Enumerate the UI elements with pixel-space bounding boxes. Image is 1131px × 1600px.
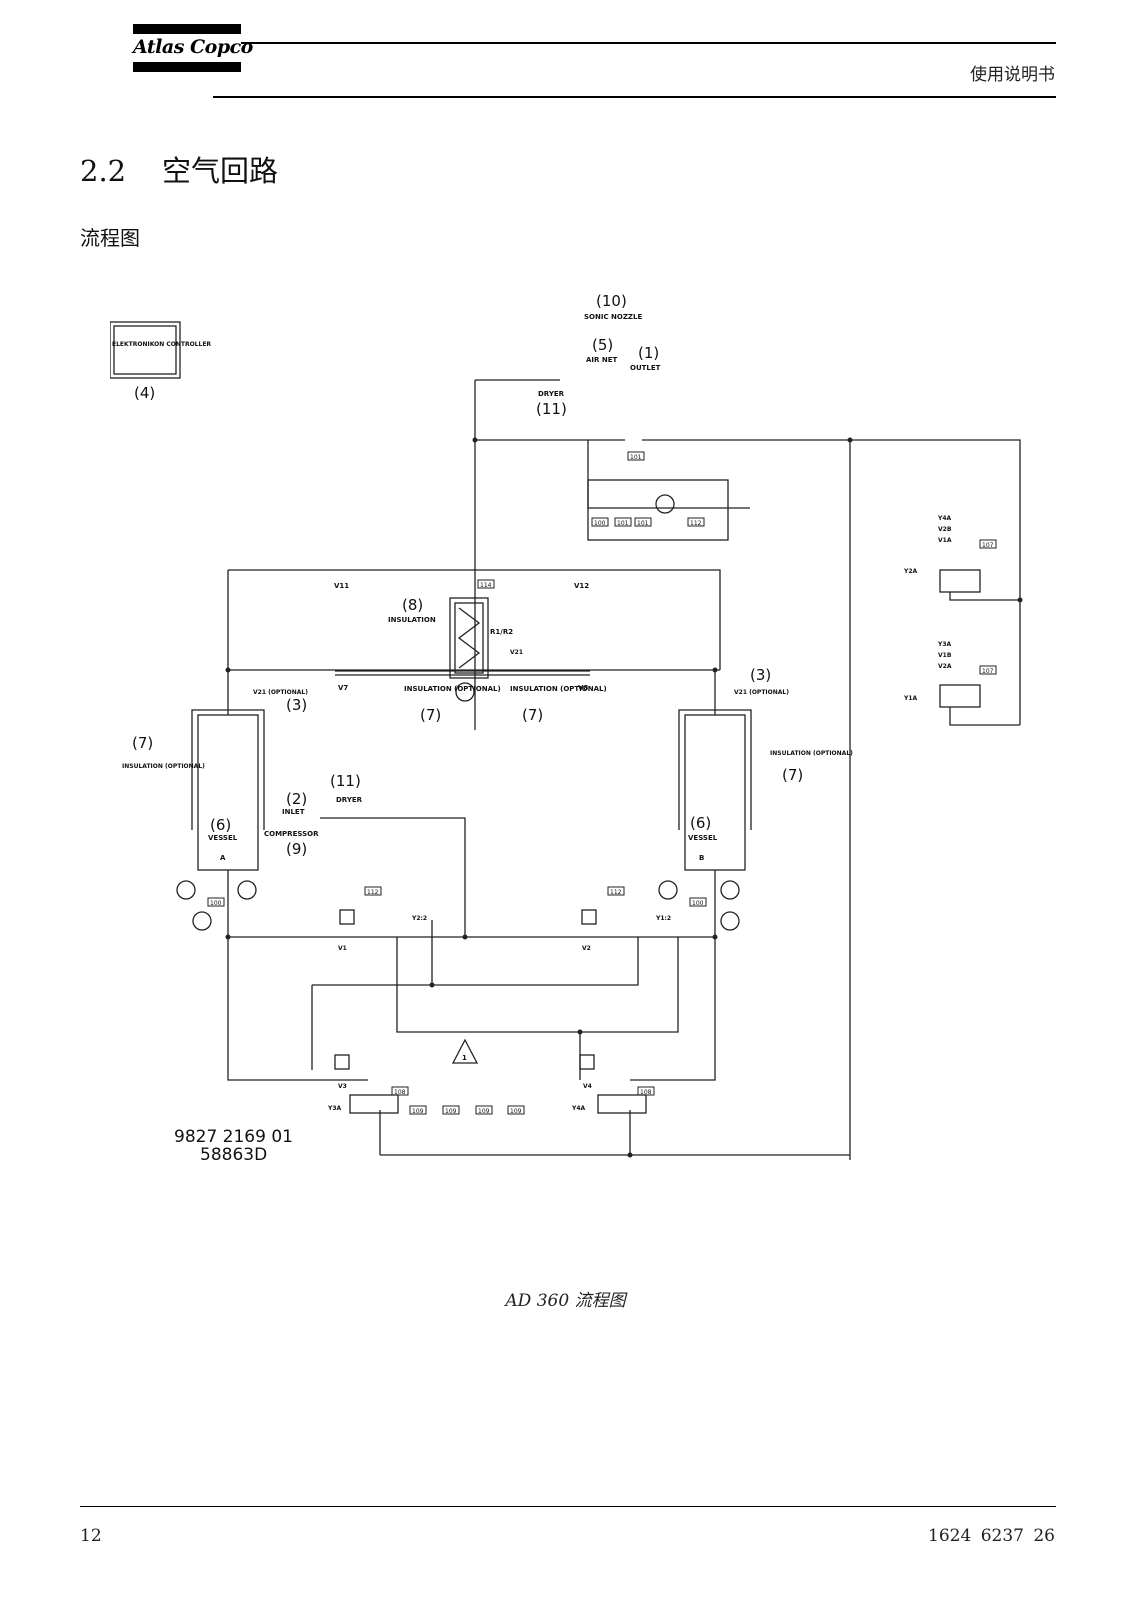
v21-left-ref: (3) bbox=[286, 696, 307, 714]
v4-label: V4 bbox=[583, 1083, 592, 1090]
air-circuit-diagram: ELEKTRONIKON CONTROLLER (4) (10) SONIC N… bbox=[109, 290, 1040, 1190]
v2-label: V2 bbox=[582, 945, 591, 952]
dryer-top-ref: (11) bbox=[536, 400, 567, 418]
ins-vessel-right-ref: (7) bbox=[782, 766, 803, 784]
y1a-label: Y1A bbox=[903, 695, 918, 702]
section-name: 空气回路 bbox=[162, 154, 279, 188]
inlet-label: INLET bbox=[282, 808, 305, 816]
v3-label: V3 bbox=[338, 1083, 347, 1090]
drawing-number: 9827 2169 01 bbox=[174, 1127, 293, 1147]
subheading: 流程图 bbox=[80, 226, 140, 250]
air-net-ref: (5) bbox=[592, 336, 613, 354]
ref-box-109-a: 109 bbox=[412, 1108, 424, 1115]
sonic-nozzle-ref: (10) bbox=[596, 292, 627, 310]
ins-opt-left-ref: (7) bbox=[420, 706, 441, 724]
compressor-label: COMPRESSOR bbox=[264, 830, 319, 838]
ref-box-100-c: 100 bbox=[692, 900, 704, 907]
controller-label: ELEKTRONIKON CONTROLLER bbox=[112, 341, 211, 348]
dryer-mid-ref: (11) bbox=[330, 772, 361, 790]
v21-right-ref: (3) bbox=[750, 666, 771, 684]
outlet-label: OUTLET bbox=[630, 364, 661, 372]
ref-box-100-a: 100 bbox=[594, 520, 606, 527]
ref-box-101-a: 101 bbox=[630, 454, 642, 461]
vessel-b-ref: (6) bbox=[690, 814, 711, 832]
section-title: 2.2 空气回路 bbox=[80, 148, 278, 190]
header-rule-top bbox=[241, 42, 1056, 44]
v11-label: V11 bbox=[334, 582, 349, 590]
ref-box-100-b: 100 bbox=[210, 900, 222, 907]
ins-vessel-left-ref: (7) bbox=[132, 734, 153, 752]
v1a-top-label: V1A bbox=[938, 537, 952, 544]
controller-ref: (4) bbox=[134, 384, 155, 402]
page-number: 12 bbox=[80, 1526, 102, 1546]
ref-box-101-c: 101 bbox=[617, 520, 629, 527]
logo-bar-top bbox=[133, 24, 241, 34]
dryer-mid-label: DRYER bbox=[336, 796, 363, 804]
ref-box-112-c: 112 bbox=[610, 889, 622, 896]
footer-rule bbox=[80, 1506, 1056, 1507]
y4a-top-label: Y4A bbox=[937, 515, 952, 522]
ref-box-108-a: 108 bbox=[394, 1089, 406, 1096]
vessel-b-label: VESSEL bbox=[688, 834, 718, 842]
heater-label: R1/R2 bbox=[490, 628, 513, 636]
dryer-top-label: DRYER bbox=[538, 390, 565, 398]
vessel-a-ref: (6) bbox=[210, 816, 231, 834]
inlet-ref: (2) bbox=[286, 790, 307, 808]
document-title: 使用说明书 bbox=[970, 65, 1055, 85]
warning-number: 1 bbox=[462, 1054, 467, 1062]
outlet-ref: (1) bbox=[638, 344, 659, 362]
ins-vessel-right-label: INSULATION (OPTIONAL) bbox=[770, 750, 853, 757]
doc-number: 1624 6237 26 bbox=[928, 1526, 1055, 1546]
header-rule-bottom bbox=[213, 96, 1056, 98]
drawing-code: 58863D bbox=[200, 1145, 267, 1165]
ref-box-107-b: 107 bbox=[982, 668, 994, 675]
v12-label: V12 bbox=[574, 582, 589, 590]
y2-2-label: Y2:2 bbox=[411, 915, 427, 922]
ins-opt-right-label: INSULATION (OPTIONAL) bbox=[510, 685, 607, 693]
y2a-label: Y2A bbox=[903, 568, 918, 575]
flow-diagram-svg: ELEKTRONIKON CONTROLLER (4) (10) SONIC N… bbox=[109, 292, 1023, 1165]
vessel-b-letter: B bbox=[699, 854, 704, 862]
compressor-ref: (9) bbox=[286, 840, 307, 858]
ins-opt-left-label: INSULATION (OPTIONAL) bbox=[404, 685, 501, 693]
y3a-top-label: Y3A bbox=[937, 641, 952, 648]
ref-box-114: 114 bbox=[480, 582, 492, 589]
ref-box-109-d: 109 bbox=[510, 1108, 522, 1115]
ref-box-101-b: 101 bbox=[637, 520, 649, 527]
figure-caption: AD 360 流程图 bbox=[505, 1291, 626, 1311]
insulation-heater-ref: (8) bbox=[402, 596, 423, 614]
ref-box-108-b: 108 bbox=[640, 1089, 652, 1096]
v7-label: V7 bbox=[338, 684, 348, 692]
vessel-a-label: VESSEL bbox=[208, 834, 238, 842]
v2a-top-label: V2A bbox=[938, 663, 952, 670]
y4a-label: Y4A bbox=[571, 1105, 586, 1112]
v8-label: V8 bbox=[578, 684, 588, 692]
v21-left-label: V21 (OPTIONAL) bbox=[253, 689, 308, 696]
ref-box-109-c: 109 bbox=[478, 1108, 490, 1115]
ref-box-107-a: 107 bbox=[982, 542, 994, 549]
logo-bar-bottom bbox=[133, 62, 241, 72]
v21-mid-label: V21 bbox=[510, 649, 523, 656]
insulation-heater-label: INSULATION bbox=[388, 616, 436, 624]
v21-right-label: V21 (OPTIONAL) bbox=[734, 689, 789, 696]
brand-logo: Atlas Copco bbox=[133, 36, 253, 58]
ref-box-112-a: 112 bbox=[690, 520, 702, 527]
ins-vessel-left-label: INSULATION (OPTIONAL) bbox=[122, 763, 205, 770]
y1-2-label: Y1:2 bbox=[655, 915, 671, 922]
ins-opt-right-ref: (7) bbox=[522, 706, 543, 724]
v1-label: V1 bbox=[338, 945, 347, 952]
y3a-label: Y3A bbox=[327, 1105, 342, 1112]
section-number: 2.2 bbox=[80, 154, 127, 188]
sonic-nozzle-label: SONIC NOZZLE bbox=[584, 313, 642, 321]
ref-box-112-b: 112 bbox=[367, 889, 379, 896]
v2b-top-label: V2B bbox=[938, 526, 952, 533]
vessel-a-letter: A bbox=[220, 854, 226, 862]
air-net-label: AIR NET bbox=[586, 356, 617, 364]
ref-box-109-b: 109 bbox=[445, 1108, 457, 1115]
v1b-top-label: V1B bbox=[938, 652, 952, 659]
